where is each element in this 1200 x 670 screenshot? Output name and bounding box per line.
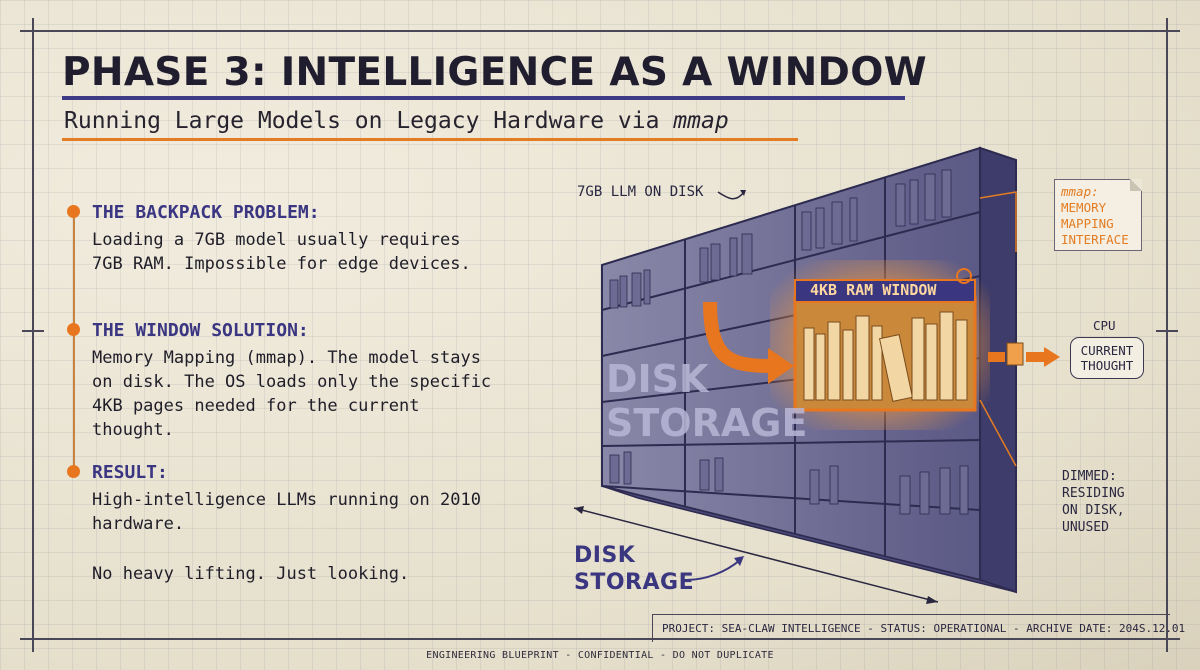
mmap-leader-line [979, 191, 1017, 252]
mmap-note-line2: MEMORY [1061, 200, 1107, 215]
folded-corner-icon [1130, 179, 1142, 191]
floor-label-line1: DISK [574, 543, 636, 568]
subtitle-underline [62, 138, 798, 141]
disk-label-arrow [717, 191, 745, 200]
section-body-backpack: Loading a 7GB model usually requires 7GB… [92, 230, 471, 274]
dimension-line [573, 507, 939, 603]
blueprint-frame [32, 30, 1168, 640]
page-subtitle: Running Large Models on Legacy Hardware … [64, 108, 729, 134]
load-arrow [703, 301, 794, 384]
floor-label-line2: STORAGE [574, 570, 695, 595]
cpu-thought-line1: CURRENT [1080, 343, 1134, 358]
mmap-note-card: mmap: MEMORY MAPPING INTERFACE [1054, 179, 1142, 251]
registration-mark [1166, 622, 1168, 652]
registration-mark [1150, 638, 1180, 640]
ram-window [770, 260, 990, 430]
ram-window-label: 4KB RAM WINDOW [810, 281, 937, 299]
registration-mark [32, 18, 34, 48]
disk-size-label: 7GB LLM ON DISK [577, 184, 704, 200]
section-heading-result: RESULT: [92, 462, 168, 483]
page-title: PHASE 3: INTELLIGENCE AS A WINDOW [62, 50, 927, 95]
subtitle-text: Running Large Models on Legacy Hardware … [64, 108, 674, 134]
mmap-note-line3: MAPPING [1061, 216, 1114, 231]
section-closing-line: No heavy lifting. Just looking. [92, 564, 410, 584]
dimmed-note-line3: ON DISK, [1062, 503, 1125, 518]
timeline-bullet [67, 205, 80, 218]
registration-mark [32, 622, 34, 652]
cpu-label: CPU [1093, 318, 1116, 333]
dimmed-note-line2: RESIDING [1062, 486, 1125, 501]
cpu-thought-box: CURRENT THOUGHT [1070, 337, 1144, 379]
section-heading-window: THE WINDOW SOLUTION: [92, 320, 309, 341]
gear-icon [956, 268, 972, 284]
section-heading-backpack: THE BACKPACK PROBLEM: [92, 202, 320, 223]
mmap-note-line4: INTERFACE [1061, 232, 1129, 247]
title-underline [62, 96, 905, 100]
section-body-window: Memory Mapping (mmap). The model stays o… [92, 348, 492, 440]
dimmed-note: DIMMED: RESIDING ON DISK, UNUSED [1062, 468, 1125, 536]
section-body-result: High-intelligence LLMs running on 2010 h… [92, 490, 481, 534]
floor-label-arrow [685, 559, 741, 581]
dimmed-note-line1: DIMMED: [1062, 469, 1117, 484]
timeline-bullet [67, 323, 80, 336]
timeline-line [73, 212, 75, 470]
page-icon [1006, 342, 1024, 366]
cpu-arrow [988, 342, 1060, 367]
cpu-thought-line2: THOUGHT [1080, 358, 1134, 373]
subtitle-emphasis: mmap [673, 108, 729, 134]
registration-mark [22, 330, 44, 332]
storage-label-line1: DISK [606, 357, 710, 401]
storage-label-line2: STORAGE [606, 401, 807, 445]
dimmed-leader-line [979, 399, 1017, 467]
registration-mark [1166, 18, 1168, 48]
bookshelf-diagram: 4KB RAM WINDOW DISK STORAGE [573, 146, 1060, 604]
registration-mark [1156, 330, 1178, 332]
confidential-note: ENGINEERING BLUEPRINT - CONFIDENTIAL - D… [426, 650, 774, 661]
dimmed-note-line4: UNUSED [1062, 520, 1109, 535]
project-status-bar: PROJECT: SEA-CLAW INTELLIGENCE - STATUS:… [652, 614, 1185, 642]
timeline-bullet [67, 465, 80, 478]
registration-mark [20, 638, 50, 640]
registration-mark [1150, 30, 1180, 32]
floor-storage-label: DISK STORAGE [574, 542, 694, 596]
mmap-note-line1: mmap: [1061, 184, 1099, 199]
registration-mark [20, 30, 50, 32]
